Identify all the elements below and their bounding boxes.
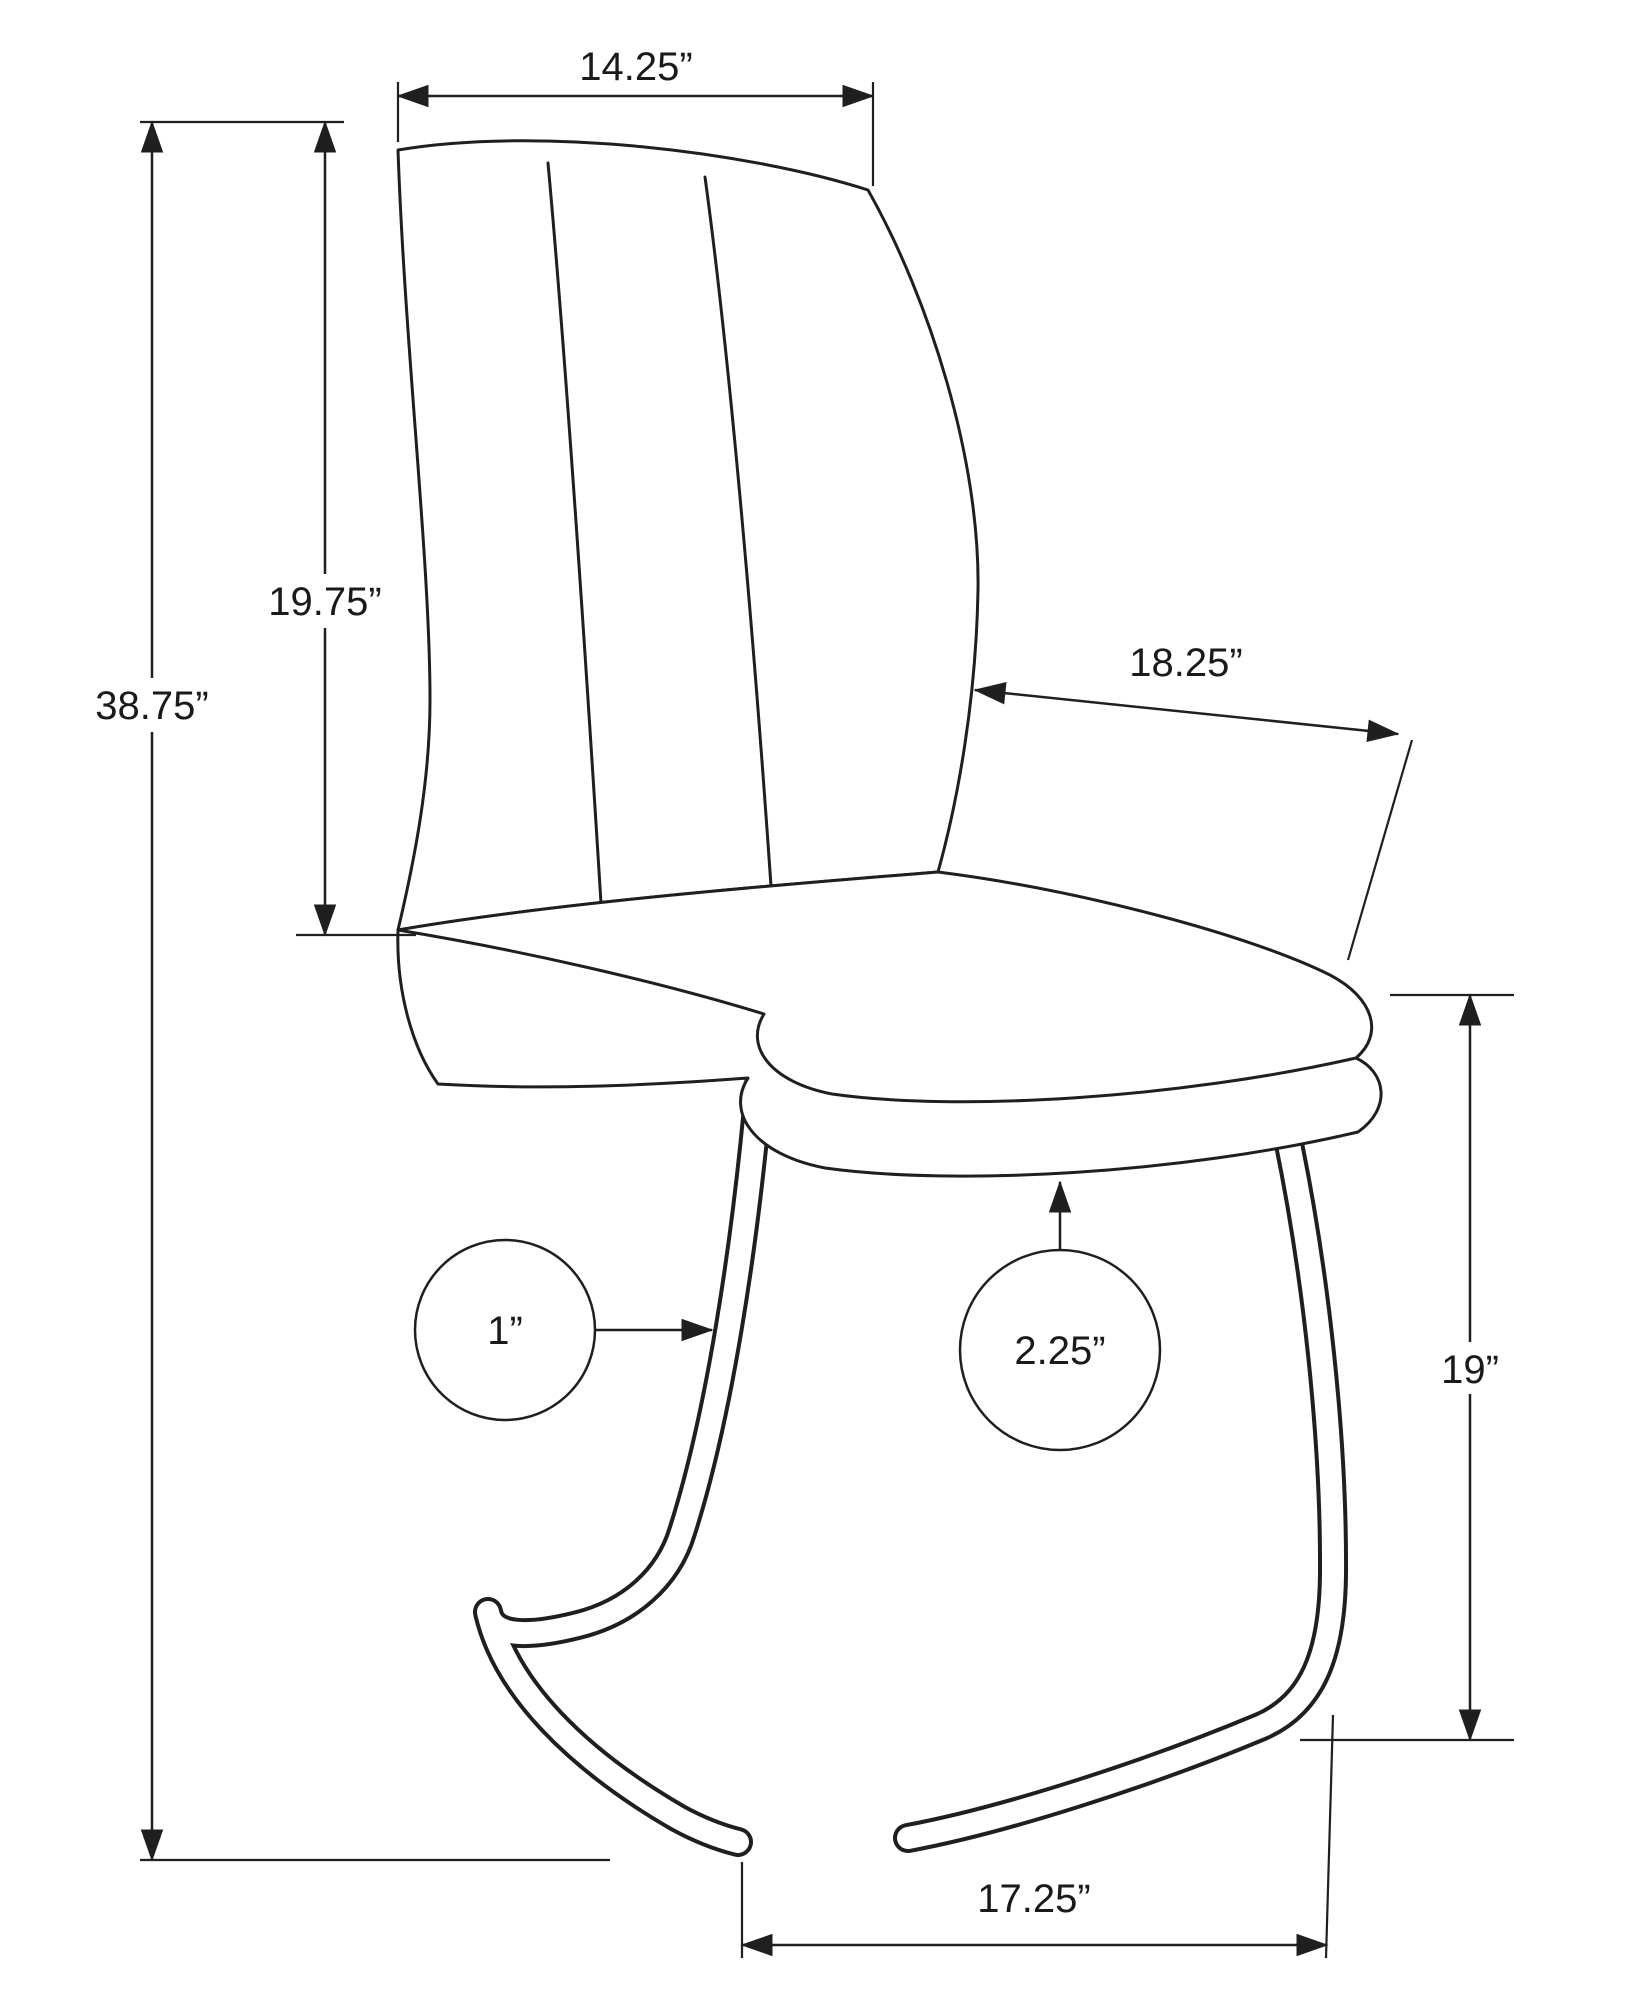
- chair-backrest: [396, 139, 980, 932]
- left-leg-tube-outline: [473, 1060, 775, 1857]
- dimension-seat-height: 19”: [1300, 993, 1514, 1742]
- dimension-label-back-height: 19.75”: [268, 580, 381, 624]
- chair-seat: [396, 870, 1383, 1178]
- backrest-seam-right: [703, 175, 773, 888]
- dimension-label-seat-thickness: 2.25”: [1014, 1329, 1105, 1373]
- left-leg-tube-fill: [477, 1064, 771, 1853]
- dimension-seat-depth: 18.25”: [973, 641, 1414, 961]
- dimension-label-total-height: 38.75”: [95, 684, 208, 728]
- label-halo: [250, 574, 400, 628]
- dimension-base-depth: 17.25”: [740, 1714, 1335, 1959]
- label-halo: [77, 678, 227, 732]
- dimension-label-seat-height: 19”: [1441, 1348, 1499, 1392]
- witness-line: [1324, 1714, 1335, 1959]
- dimension-line-seat-depth: [973, 681, 1400, 743]
- dimension-label-top-width: 14.25”: [579, 45, 692, 89]
- dimension-label-base-depth: 17.25”: [977, 1877, 1090, 1921]
- dimension-label-tube-diameter: 1”: [487, 1309, 523, 1353]
- chair-seat-top-edge: [396, 928, 1358, 1104]
- dimension-top-width: 14.25”: [396, 45, 875, 186]
- backrest-seam-left: [546, 161, 603, 905]
- dimension-total-height: 38.75”: [77, 120, 610, 1862]
- dimension-label-seat-depth: 18.25”: [1129, 641, 1242, 685]
- right-leg-tube-fill: [897, 1114, 1345, 1849]
- callout-tube-diameter: 1”: [413, 1238, 714, 1422]
- witness-line: [1346, 739, 1414, 961]
- chair-base-tubes: [473, 1060, 1349, 1857]
- dimension-back-height: 19.75”: [250, 120, 416, 937]
- callout-seat-thickness: 2.25”: [958, 1180, 1162, 1452]
- label-halo: [1427, 1342, 1513, 1394]
